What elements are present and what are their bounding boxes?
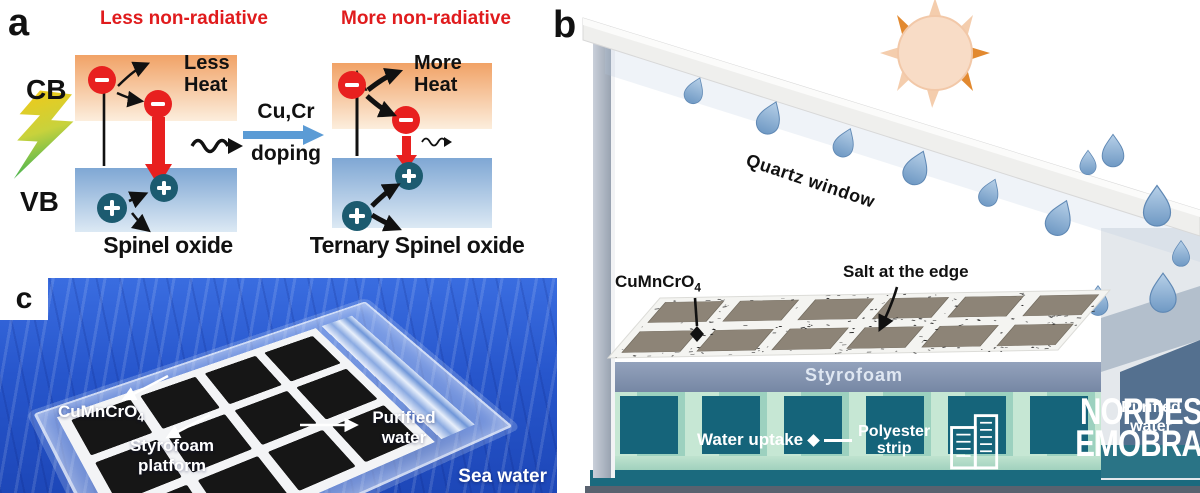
panel-b-label: b [553, 6, 576, 44]
right-band-diagram [332, 63, 492, 231]
more-nonradiative-title: More non-radiative [322, 8, 530, 30]
absorber-label-b: CuMnCrO4 [615, 272, 701, 294]
watermark-text: NORDEST EMOBRAS [1080, 396, 1200, 458]
cb-label: CB [26, 74, 66, 106]
polyester-strip-label: Polyester strip [858, 423, 930, 458]
crane-buildings-icon [930, 380, 1080, 475]
sea-water-label: Sea water [458, 466, 547, 488]
doping-label-top: Cu,Cr [238, 100, 334, 124]
connector-line [824, 439, 852, 442]
sun-icon [880, 0, 990, 108]
styrofoam-platform-label: Styrofoamplatform [116, 436, 228, 475]
panel-c-label: c [16, 284, 33, 314]
ternary-spinel-oxide-caption: Ternary Spinel oxide [292, 232, 542, 259]
more-heat-label: MoreHeat [414, 52, 462, 96]
panel-c-sea-photo: c CuMnCrO4 Styrofoamplatform Purifiedwat… [0, 278, 557, 493]
panel-c-badge: c [0, 278, 48, 320]
less-nonradiative-title: Less non-radiative [78, 8, 290, 30]
diamond-connector [807, 434, 820, 447]
panel-b-device-schematic: Styrofoam [545, 0, 1200, 493]
watermark: NORDEST EMOBRAS [930, 380, 1200, 475]
purified-water-label-c: Purifiedwater [362, 408, 446, 447]
absorber-label-c: CuMnCrO4 [58, 402, 144, 424]
water-uptake-row: Water uptake Polyester strip [697, 423, 930, 458]
left-wall [593, 26, 615, 478]
absorber-plate [608, 290, 1113, 359]
doping-label-bottom: doping [238, 142, 334, 166]
spinel-oxide-caption: Spinel oxide [78, 232, 258, 259]
less-heat-label: LessHeat [184, 52, 230, 96]
panel-a-band-diagram: a Less non-radiative More non-radiative … [0, 0, 545, 275]
water-uptake-label: Water uptake [697, 430, 803, 450]
vb-label: VB [20, 186, 59, 218]
panel-c-arrows [0, 278, 557, 493]
panel-a-label: a [8, 4, 29, 42]
salt-label: Salt at the edge [843, 262, 969, 282]
